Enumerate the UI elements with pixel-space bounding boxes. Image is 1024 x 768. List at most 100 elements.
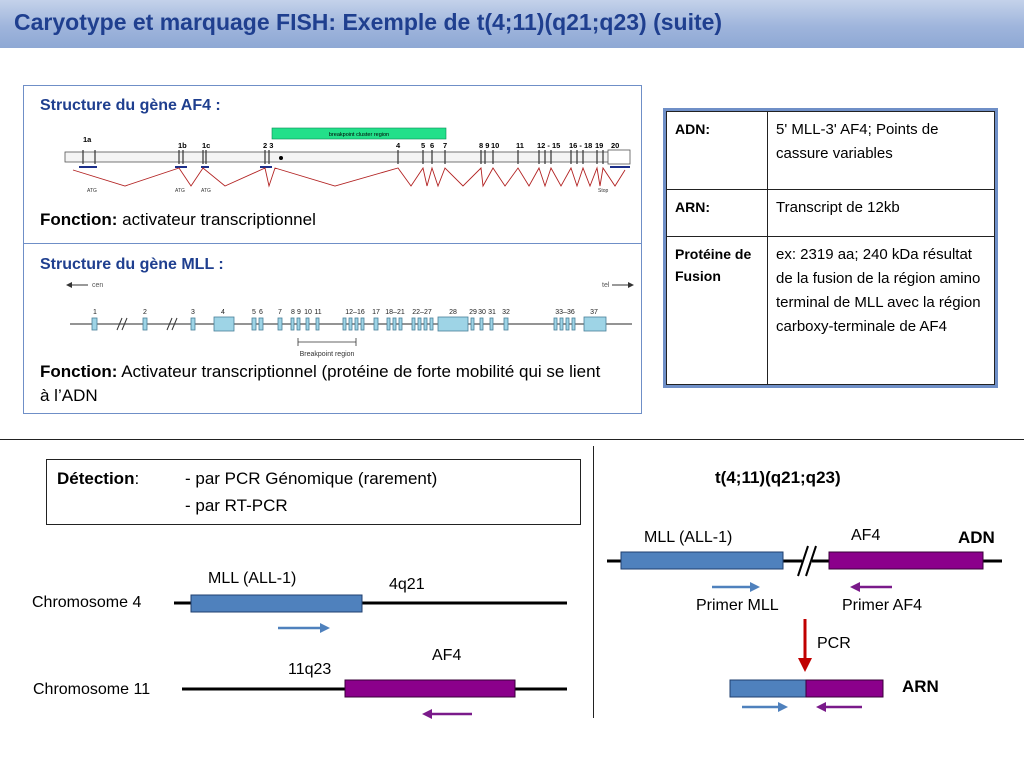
- af4-heading: Structure du gène AF4 :: [40, 97, 221, 114]
- af4-function-text: activateur transcriptionnel: [117, 210, 316, 229]
- mll-exon-label-31: 31: [488, 309, 496, 316]
- vertical-divider: [593, 446, 594, 718]
- arn-primer-af4-arrow: [816, 702, 826, 712]
- af4-atg-label-1: ATG: [87, 188, 97, 194]
- mll-exon-label-37: 37: [590, 309, 598, 316]
- mll-exon-label-22-27: 22–27: [412, 309, 432, 316]
- af4-exon-label-4: 4: [396, 141, 401, 150]
- table-cell-label: Protéine de Fusion: [666, 236, 768, 385]
- table-row: ADN: 5' MLL-3' AF4; Points de cassure va…: [666, 111, 995, 190]
- chr4-primer-arrow: [320, 623, 330, 633]
- table-cell-label: ARN:: [666, 189, 768, 237]
- detection-label-wrap: Détection:: [57, 469, 139, 489]
- detection-colon: :: [134, 469, 140, 488]
- info-table: ADN: 5' MLL-3' AF4; Points de cassure va…: [663, 108, 998, 388]
- mll-exon-label-12-16: 12–16: [345, 309, 365, 316]
- mll-exon-label-29: 29: [469, 309, 477, 316]
- af4-gene-diagram: breakpoint cluster region 1a 1b 1c 2 3 4…: [64, 127, 631, 194]
- translocation-title: t(4;11)(q21;q23): [715, 468, 841, 487]
- af4-exon-label-5: 5: [421, 141, 425, 150]
- mll-exon-label-30: 30: [478, 309, 486, 316]
- table-row: Protéine de Fusion ex: 2319 aa; 240 kDa …: [666, 236, 995, 385]
- arn-af4-segment: [805, 679, 884, 698]
- mll-exon-label-2: 2: [143, 309, 147, 316]
- title-bar: [0, 0, 1024, 48]
- adn-label: ADN: [958, 528, 995, 547]
- primer-mll-label: Primer MLL: [696, 597, 779, 614]
- mll-exon-label-1: 1: [93, 309, 97, 316]
- chromosome-4-gene-label: MLL (ALL-1): [208, 570, 297, 587]
- arn-mll-segment: [729, 679, 807, 698]
- af4-exon-label-6: 6: [430, 141, 434, 150]
- chromosome-4-label: Chromosome 4: [32, 594, 142, 611]
- table-row: ARN: Transcript de 12kb: [666, 189, 995, 237]
- mll-exon-label-8: 8: [291, 309, 295, 316]
- mll-exon-label-6: 6: [259, 309, 263, 316]
- af4-exon-label-2-3: 2 3: [263, 141, 273, 150]
- mll-function-label: Fonction:: [40, 362, 118, 381]
- table-cell-label: ADN:: [666, 111, 768, 190]
- mll-exon-label-3: 3: [191, 309, 195, 316]
- adn-af4-label: AF4: [851, 527, 881, 544]
- af4-exon-label-10: 10: [491, 141, 499, 150]
- mll-function-text: Activateur transcriptionnel (protéine de…: [40, 362, 601, 405]
- mll-exon-label-11: 11: [314, 309, 321, 316]
- chromosome-11-gene-label: AF4: [432, 647, 462, 664]
- af4-bcr-box: [271, 127, 447, 140]
- af4-atg-label-3: ATG: [201, 188, 211, 194]
- mll-exon-label-7: 7: [278, 309, 282, 316]
- af4-3utr: [607, 149, 631, 165]
- mll-cen-label: cen: [92, 282, 103, 289]
- mll-exon-label-33-36: 33–36: [555, 309, 575, 316]
- mll-function: Fonction: Activateur transcriptionnel (p…: [40, 360, 610, 408]
- adn-mll-segment: [620, 551, 784, 570]
- gene-structure-box: [23, 85, 642, 414]
- section-divider: [0, 439, 1024, 440]
- af4-exon-label-19: 19: [595, 141, 603, 150]
- chromosome-4-band-label: 4q21: [389, 576, 425, 593]
- af4-exon-label-1c: 1c: [202, 141, 210, 150]
- table-cell-value: ex: 2319 aa; 240 kDa résultat de la fusi…: [767, 236, 995, 385]
- mll-gene-diagram: cen tel 1 2 3 4 5 6 7 8 9 10 11 12–16 17…: [66, 282, 634, 358]
- detection-method-2: - par RT-PCR: [185, 496, 288, 515]
- arn-label: ARN: [902, 677, 939, 696]
- af4-exon-label-7: 7: [443, 141, 447, 150]
- mll-heading: Structure du gène MLL :: [40, 256, 224, 273]
- table-cell-value: 5' MLL-3' AF4; Points de cassure variabl…: [767, 111, 995, 190]
- chr11-primer-arrow: [422, 709, 432, 719]
- mll-exon-label-5: 5: [252, 309, 256, 316]
- adn-mll-label: MLL (ALL-1): [644, 529, 733, 546]
- mll-breakpoint-label: Breakpoint region: [300, 351, 355, 358]
- chromosome-11-af4-segment: [344, 679, 516, 698]
- af4-exon-label-8-9: 8 9: [479, 141, 489, 150]
- slide-title: Caryotype et marquage FISH: Exemple de t…: [14, 9, 723, 35]
- table-cell-value: Transcript de 12kb: [767, 189, 995, 237]
- mll-exon-label-9: 9: [297, 309, 301, 316]
- af4-exon-label-1a: 1a: [83, 135, 92, 144]
- af4-stop-label: Stop: [598, 188, 609, 194]
- adn-primer-mll-arrow: [750, 582, 760, 592]
- adn-break-mark: [797, 545, 817, 577]
- adn-af4-segment: [828, 551, 984, 570]
- mll-exon-label-18-21: 18–21: [385, 309, 405, 316]
- adn-primer-af4-arrow: [850, 582, 860, 592]
- detection-label: Détection: [57, 469, 135, 488]
- mll-tel-label: tel: [602, 282, 610, 289]
- mll-exon-label-17: 17: [372, 309, 380, 316]
- pcr-arrow: [798, 658, 812, 672]
- mll-exon-label-4: 4: [221, 309, 225, 316]
- gene-box-divider: [23, 243, 642, 244]
- af4-atg-label-2: ATG: [175, 188, 185, 194]
- af4-exon-label-20: 20: [611, 141, 619, 150]
- af4-exon-label-1b: 1b: [178, 141, 187, 150]
- af4-function: Fonction: activateur transcriptionnel: [40, 208, 316, 232]
- mll-exon-label-28: 28: [449, 309, 457, 316]
- mll-exon-label-32: 32: [502, 309, 510, 316]
- af4-exon-label-11: 11: [516, 141, 524, 150]
- detection-method-1: - par PCR Génomique (rarement): [185, 469, 438, 488]
- chromosome-11-label: Chromosome 11: [33, 681, 151, 698]
- af4-exon-label-12-15: 12 - 15: [537, 141, 560, 150]
- af4-exon-label-16-18: 16 - 18: [569, 141, 592, 150]
- chromosome-4-mll-segment: [190, 594, 363, 613]
